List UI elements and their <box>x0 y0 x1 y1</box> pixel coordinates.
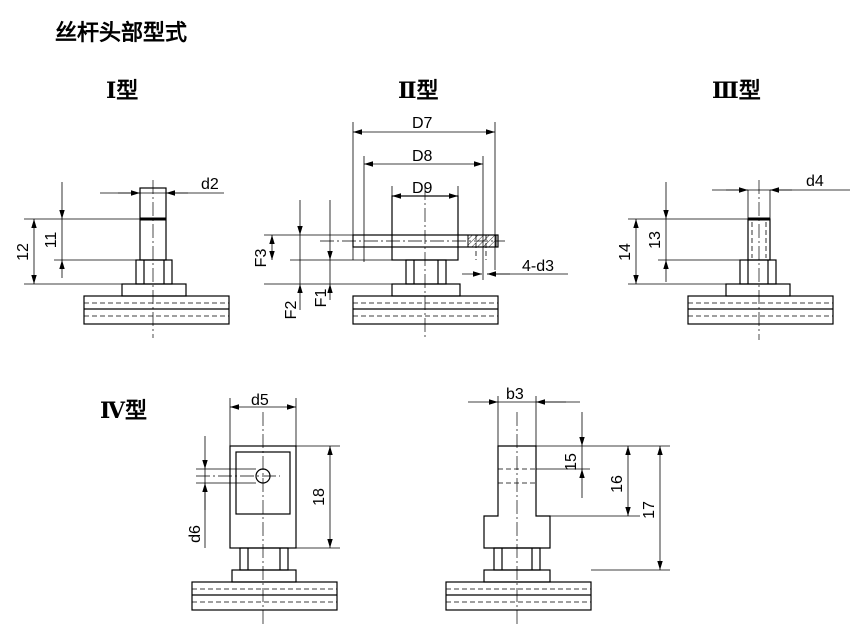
dim-D8: D8 <box>412 148 433 165</box>
dim-13: 13 <box>647 231 664 249</box>
dim-d5: d5 <box>251 392 269 409</box>
dim-12: 12 <box>15 243 32 261</box>
dim-F2: F2 <box>283 301 300 320</box>
dim-d6: d6 <box>187 525 204 543</box>
dim-D7: D7 <box>412 115 433 132</box>
dim-b3: b3 <box>506 386 524 403</box>
type-2-drawing: D7 D8 D9 4-d3 F3 F2 F1 <box>253 115 568 340</box>
type-1-label: Ⅰ型 <box>106 78 138 104</box>
type-4-side-drawing: b3 15 16 17 <box>445 386 670 625</box>
dim-17: 17 <box>641 501 658 519</box>
type-4-front-drawing: d5 d6 18 <box>187 392 340 625</box>
type-3-drawing: d4 14 13 <box>617 173 850 340</box>
dim-11: 11 <box>43 232 60 249</box>
type-3-label: Ⅲ型 <box>712 78 761 104</box>
type-4-label: Ⅳ型 <box>100 398 147 424</box>
dim-D9: D9 <box>412 180 433 197</box>
dim-d4: d4 <box>806 173 824 190</box>
dim-14: 14 <box>617 243 634 261</box>
dim-F3: F3 <box>253 249 270 268</box>
dim-F1: F1 <box>313 289 330 308</box>
type-1-drawing: d2 12 11 <box>15 176 230 338</box>
dim-18: 18 <box>311 488 328 506</box>
dim-d2: d2 <box>201 176 219 193</box>
dim-15: 15 <box>563 453 580 471</box>
type-2-label: Ⅱ型 <box>398 78 439 104</box>
page-title: 丝杆头部型式 <box>55 20 187 46</box>
dim-4-d3: 4-d3 <box>522 258 554 275</box>
dim-16: 16 <box>609 475 626 493</box>
